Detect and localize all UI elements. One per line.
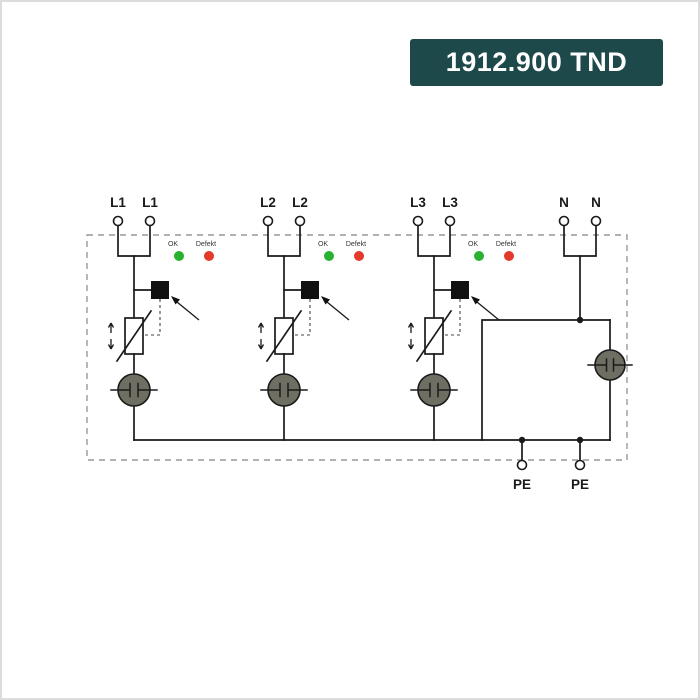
pe-label: PE <box>513 477 531 492</box>
terminals-n <box>558 215 602 257</box>
led-ok-label: OK <box>468 241 478 248</box>
pe-label: PE <box>571 477 589 492</box>
protection-chain-l1 <box>107 250 215 441</box>
pe-terminal-left <box>516 459 528 471</box>
terminals-l1 <box>112 215 156 257</box>
terminal-label: L2 <box>260 195 276 210</box>
terminal-label: L3 <box>442 195 458 210</box>
led-defect-label: Defekt <box>496 241 516 248</box>
terminals-l3 <box>412 215 456 257</box>
led-defect-label: Defekt <box>196 241 216 248</box>
terminal-label: L1 <box>142 195 158 210</box>
price-badge: 1912.900 TND <box>410 39 663 86</box>
protection-chain-l3 <box>407 250 515 441</box>
pe-stub-wires <box>521 439 581 462</box>
terminal-label: N <box>591 195 601 210</box>
pe-terminal-right <box>574 459 586 471</box>
device-outline <box>86 234 628 461</box>
led-ok-label: OK <box>168 241 178 248</box>
led-defect-label: Defekt <box>346 241 366 248</box>
junction-dot-n <box>576 316 584 324</box>
terminal-label: L1 <box>110 195 126 210</box>
terminal-label: N <box>559 195 569 210</box>
terminals-l2 <box>262 215 306 257</box>
price-text: 1912.900 TND <box>445 47 628 77</box>
npe-gdt-electrodes <box>587 358 633 372</box>
terminal-label: L3 <box>410 195 426 210</box>
led-ok-label: OK <box>318 241 328 248</box>
n-bus-link-wire <box>481 319 611 441</box>
protection-chain-l2 <box>257 250 365 441</box>
terminal-label: L2 <box>292 195 308 210</box>
